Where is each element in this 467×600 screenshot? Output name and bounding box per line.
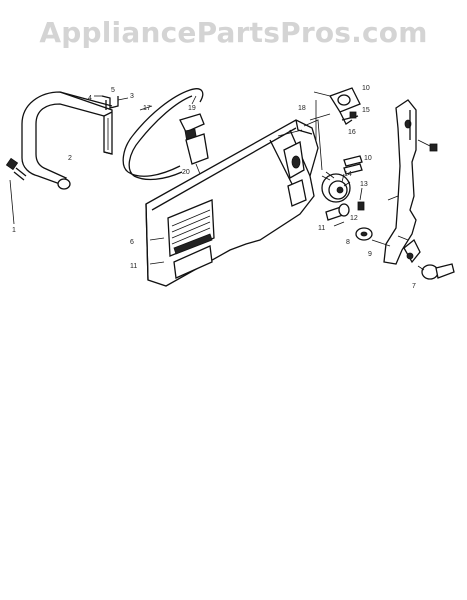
handle-bar-part[interactable] <box>21 91 113 190</box>
callout-3: 3 <box>130 93 134 100</box>
callout-18: 18 <box>298 105 306 112</box>
guide-plate-part[interactable] <box>383 99 421 265</box>
pin-part-10[interactable] <box>343 155 363 175</box>
callout-20: 20 <box>182 169 190 176</box>
callout-9: 9 <box>368 251 372 258</box>
callout-11-left: 11 <box>130 263 137 270</box>
callout-2: 2 <box>68 155 72 162</box>
callout-6: 6 <box>130 239 134 246</box>
watermark-logo: AppliancePartsPros.com <box>39 16 428 49</box>
callout-8: 8 <box>346 239 350 246</box>
callout-15: 15 <box>362 107 370 114</box>
callout-7: 7 <box>412 283 416 290</box>
callout-19: 19 <box>188 105 196 112</box>
callout-4: 4 <box>88 95 92 102</box>
callout-16: 16 <box>348 129 356 136</box>
bracket-part-19[interactable] <box>179 95 209 165</box>
callout-11-low: 11 <box>318 225 325 232</box>
side-cover-housing[interactable] <box>145 119 323 287</box>
screw-right-part[interactable] <box>417 139 438 152</box>
knob-part-7[interactable] <box>417 263 455 280</box>
clip-part-3[interactable] <box>94 95 129 110</box>
callout-5: 5 <box>111 87 115 94</box>
screw-part-15[interactable] <box>341 111 359 121</box>
callout-17: 17 <box>143 105 151 112</box>
chain-band-part[interactable] <box>122 88 204 181</box>
stud-part-12[interactable] <box>357 187 365 211</box>
callout-1: 1 <box>12 227 16 234</box>
callout-10-mid: 10 <box>364 155 372 162</box>
leader-lines <box>149 163 391 265</box>
callout-12: 12 <box>350 215 358 222</box>
bolt-part-1[interactable] <box>5 157 27 225</box>
bolt-part-11[interactable] <box>325 203 350 221</box>
sprocket-assembly-13[interactable] <box>321 171 351 203</box>
washer-part-8[interactable] <box>355 227 373 241</box>
callout-14: 14 <box>344 171 352 178</box>
latch-part-16[interactable] <box>309 87 361 140</box>
callout-10-top: 10 <box>362 85 370 92</box>
callout-13: 13 <box>360 181 368 188</box>
